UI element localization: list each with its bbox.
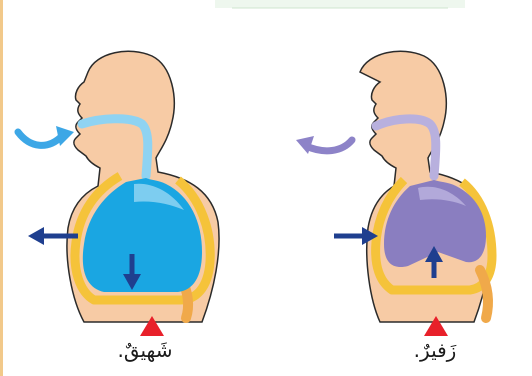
top-strip (215, 0, 465, 8)
inhalation-air-in-arrow (18, 132, 62, 145)
left-border (0, 0, 3, 376)
inhalation-caption: شَهيقٌ. (100, 338, 190, 362)
exhalation-caption: زَفيرٌ. (390, 338, 480, 362)
inhalation-chest-out-arrowhead (28, 227, 44, 245)
inhalation-figure (18, 51, 219, 336)
exhalation-figure (296, 51, 492, 336)
exhalation-air-out-arrow (306, 140, 352, 151)
